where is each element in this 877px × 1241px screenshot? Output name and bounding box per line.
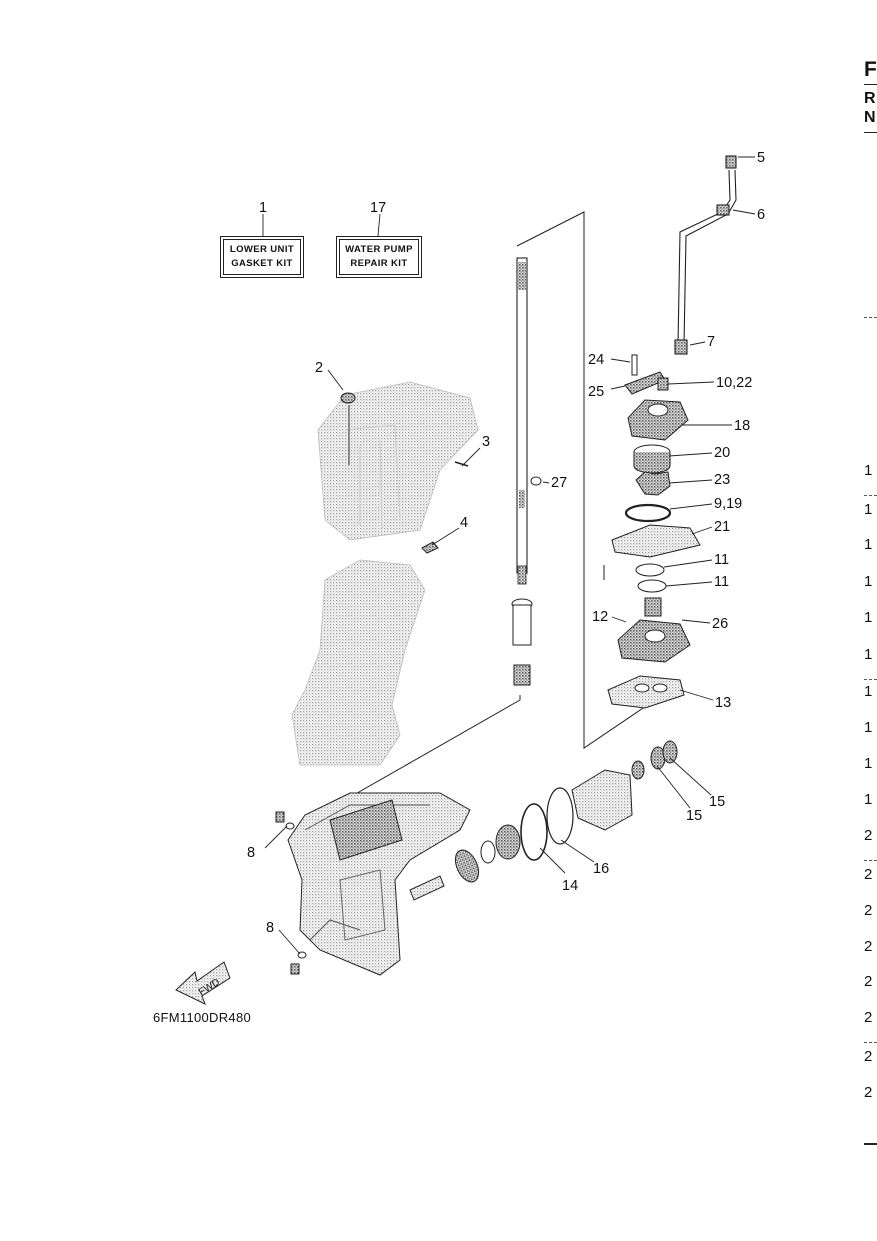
right-edge-row: 2	[864, 1009, 873, 1026]
right-edge-row: 1	[864, 573, 873, 590]
callout-13: 13	[715, 695, 731, 711]
right-header-rule	[864, 84, 877, 85]
assembly-lines	[344, 211, 656, 801]
callout-15b: 15	[686, 808, 702, 824]
callout-8a: 8	[247, 845, 255, 861]
right-edge-row: 1	[864, 646, 873, 663]
right-edge-row: 2	[864, 827, 873, 844]
right-edge-row: 1	[864, 755, 873, 772]
extension-housing	[291, 559, 426, 766]
callout-15a: 15	[709, 794, 725, 810]
right-header-letter-2: R	[864, 90, 876, 107]
callout-12: 12	[592, 609, 608, 625]
fwd-arrow-icon: FWD	[175, 961, 231, 1005]
callout-kit-1: 1	[259, 200, 267, 216]
right-edge-divider	[864, 495, 877, 496]
right-footer-rule	[864, 1143, 877, 1145]
callout-16: 16	[593, 861, 609, 877]
callout-8b: 8	[266, 920, 274, 936]
drive-shaft	[511, 257, 533, 686]
right-edge-row: 2	[864, 902, 873, 919]
right-edge-row: 2	[864, 1084, 873, 1101]
callout-9-19: 9,19	[714, 496, 742, 512]
right-header-letter-3: N	[864, 109, 876, 126]
water-pump-kit-label: WATER PUMP REPAIR KIT	[336, 236, 422, 278]
callout-10-22: 10,22	[716, 375, 752, 391]
gear-case	[287, 792, 471, 976]
water-tube	[674, 155, 737, 355]
drawing-code: 6FM1100DR480	[153, 1010, 252, 1025]
right-edge-row: 1	[864, 609, 873, 626]
right-edge-row: 1	[864, 501, 873, 518]
callout-23: 23	[714, 472, 730, 488]
callout-11b: 11	[714, 574, 729, 590]
callout-6: 6	[757, 207, 765, 223]
right-edge-row: 1	[864, 719, 873, 736]
callout-26: 26	[712, 616, 728, 632]
upper-casing-hardware	[340, 392, 542, 554]
water-pump-stack	[607, 354, 701, 709]
callout-7: 7	[707, 334, 715, 350]
upper-casing	[317, 381, 479, 541]
right-edge-divider	[864, 679, 877, 680]
right-edge-row: 2	[864, 973, 873, 990]
right-divider	[864, 317, 877, 318]
propeller-shaft-parts	[409, 740, 678, 901]
right-edge-divider	[864, 1042, 877, 1043]
right-header-letter-1: F	[864, 58, 877, 81]
callout-21: 21	[714, 519, 730, 535]
callout-2: 2	[315, 360, 323, 376]
callout-25: 25	[588, 384, 604, 400]
callout-24: 24	[588, 352, 604, 368]
right-header-rule-2	[864, 132, 877, 133]
water-pump-kit-line1: WATER PUMP	[345, 244, 413, 255]
callout-11a: 11	[714, 552, 729, 568]
callout-numbers: 2 3 4 5 6 7 24 25 10,22 18 20 23 27 9,19…	[247, 150, 765, 936]
callout-20: 20	[714, 445, 730, 461]
leader-lines	[262, 156, 756, 955]
callout-3: 3	[482, 434, 490, 450]
callout-4: 4	[460, 515, 468, 531]
right-edge-row: 2	[864, 866, 873, 883]
right-edge-row: 1	[864, 536, 873, 553]
right-edge-row: 1	[864, 683, 873, 700]
gasket-kit-line1: LOWER UNIT	[229, 244, 295, 255]
right-edge-row: 2	[864, 1048, 873, 1065]
gasket-kit-line2: GASKET KIT	[231, 258, 293, 269]
callout-5: 5	[757, 150, 765, 166]
right-edge-divider	[864, 860, 877, 861]
callout-kit-17: 17	[370, 200, 386, 216]
right-edge-row: 1	[864, 791, 873, 808]
water-pump-kit-line2: REPAIR KIT	[350, 258, 408, 269]
callout-27: 27	[551, 475, 567, 491]
callout-18: 18	[734, 418, 750, 434]
callout-14: 14	[562, 878, 578, 894]
right-edge-row: 1	[864, 462, 873, 479]
right-edge-row: 2	[864, 938, 873, 955]
gasket-kit-label: LOWER UNIT GASKET KIT	[220, 236, 304, 278]
